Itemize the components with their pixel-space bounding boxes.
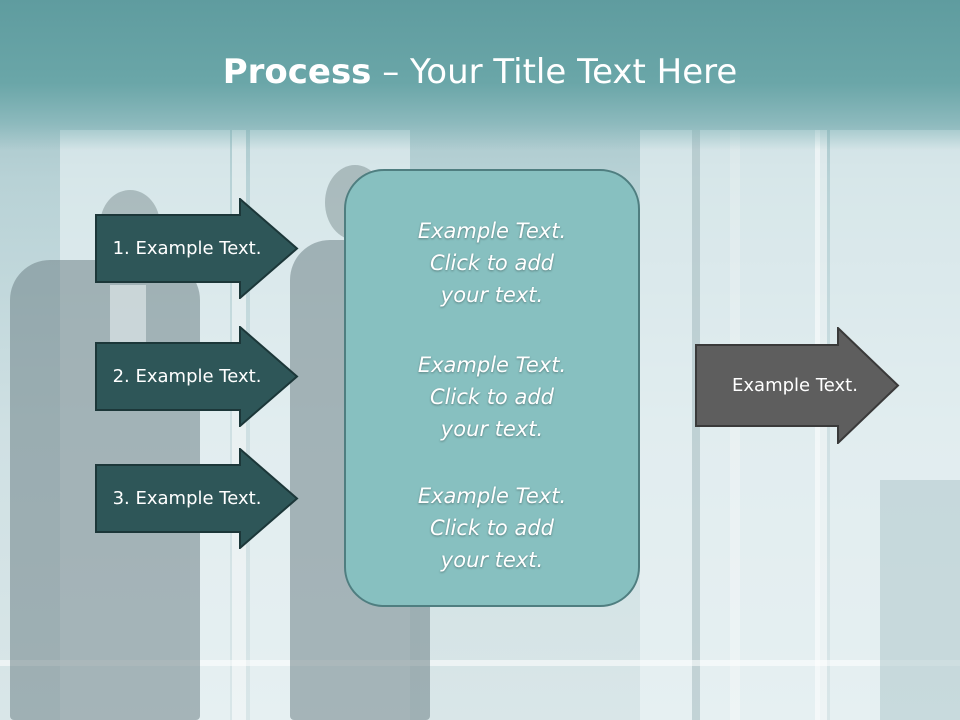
step-arrow-3[interactable]: 3. Example Text. bbox=[95, 448, 299, 549]
arrow-shape bbox=[95, 326, 299, 427]
title-rest: – Your Title Text Here bbox=[371, 52, 738, 92]
center-text-box[interactable]: Example Text. Click to add your text. Ex… bbox=[344, 169, 640, 607]
block-line: your text. bbox=[440, 283, 544, 307]
step-arrow-label: 3. Example Text. bbox=[112, 488, 262, 509]
block-line: Click to add bbox=[429, 251, 554, 275]
person-shirt bbox=[110, 285, 146, 345]
arrow-shape bbox=[695, 327, 900, 444]
block-line: Click to add bbox=[429, 385, 554, 409]
block-line: Example Text. bbox=[417, 353, 567, 377]
center-text-block-2[interactable]: Example Text. Click to add your text. bbox=[346, 349, 638, 445]
center-text-block-3[interactable]: Example Text. Click to add your text. bbox=[346, 480, 638, 576]
center-text-block-1[interactable]: Example Text. Click to add your text. bbox=[346, 215, 638, 311]
city-view bbox=[880, 480, 960, 720]
step-arrow-label: 1. Example Text. bbox=[112, 238, 262, 259]
output-arrow-label: Example Text. bbox=[732, 375, 858, 396]
arrow-shape bbox=[95, 198, 299, 299]
block-line: Example Text. bbox=[417, 484, 567, 508]
block-line: your text. bbox=[440, 548, 544, 572]
block-line: your text. bbox=[440, 417, 544, 441]
title-bold: Process bbox=[222, 52, 372, 92]
block-line: Click to add bbox=[429, 516, 554, 540]
step-arrow-1[interactable]: 1. Example Text. bbox=[95, 198, 299, 299]
slide-title[interactable]: Process – Your Title Text Here bbox=[0, 52, 960, 92]
block-line: Example Text. bbox=[417, 219, 567, 243]
output-arrow[interactable]: Example Text. bbox=[695, 327, 900, 444]
title-bar bbox=[0, 0, 960, 150]
window-frame bbox=[0, 660, 960, 666]
step-arrow-2[interactable]: 2. Example Text. bbox=[95, 326, 299, 427]
step-arrow-label: 2. Example Text. bbox=[112, 366, 262, 387]
arrow-shape bbox=[95, 448, 299, 549]
